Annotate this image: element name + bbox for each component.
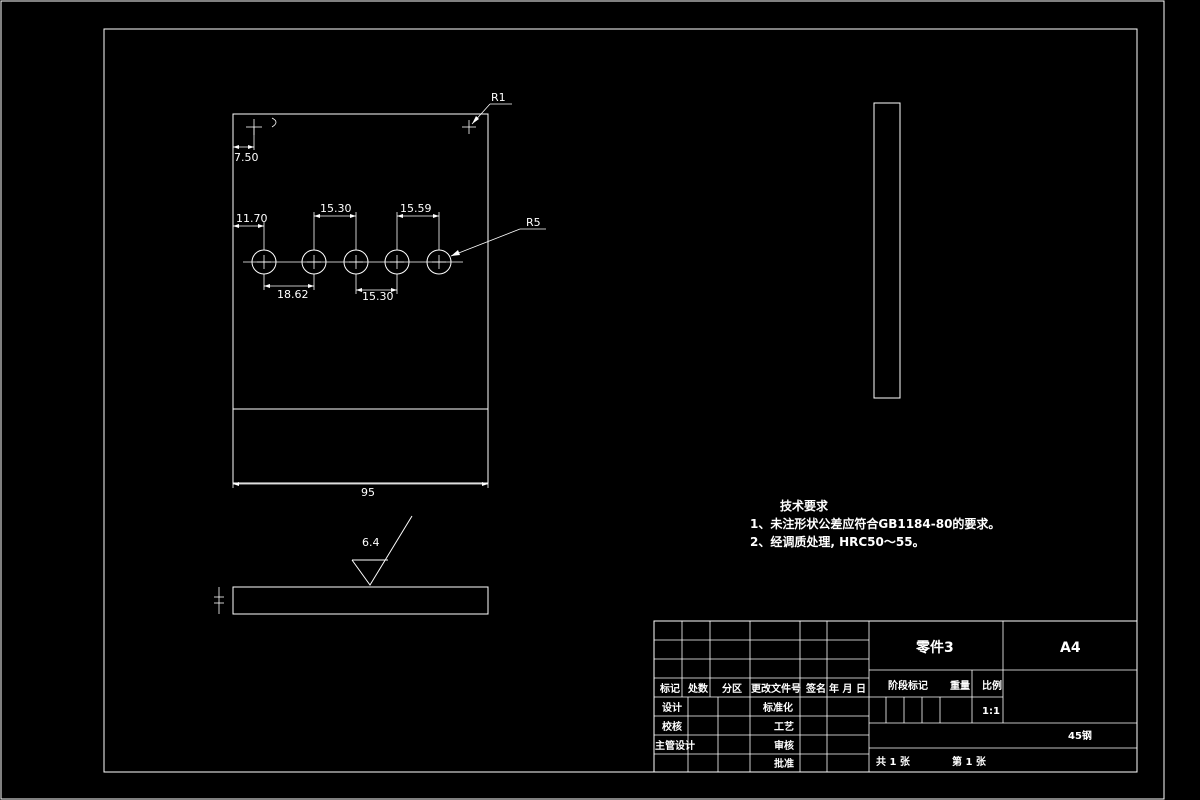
dim-arrow	[397, 214, 403, 218]
outer-border	[0, 0, 1165, 800]
scale-label: 比例	[982, 679, 1002, 692]
weight-label: 重量	[950, 679, 970, 692]
col-count: 处数	[687, 682, 709, 695]
title-block: 零件3 A4 阶段标记 重量 比例 1:1 45钢 共 1 张 第 1 张 标记…	[653, 620, 1138, 773]
roughness-symbol	[351, 515, 413, 586]
dim-arrow	[248, 145, 254, 149]
technical-requirements: 技术要求 1、未注形状公差应符合GB1184-80的要求。 2、经调质处理, H…	[750, 498, 1000, 549]
dim-arrow	[233, 224, 239, 228]
col-mark: 标记	[659, 682, 680, 695]
scale-value: 1:1	[982, 706, 1000, 717]
leader-arrow	[472, 116, 479, 124]
process-label: 工艺	[774, 720, 794, 733]
dim-18-62: 18.62	[277, 288, 309, 301]
dim-15-59: 15.59	[400, 202, 432, 215]
dim-arrow	[350, 214, 356, 218]
col-zone: 分区	[722, 682, 742, 695]
title-block-frame	[653, 620, 1138, 773]
label-r1: R1	[491, 91, 506, 104]
dim-arrow	[314, 214, 320, 218]
sheet-size: A4	[1060, 640, 1081, 656]
side-view-outline	[873, 102, 901, 399]
stage-mark-label: 阶段标记	[888, 679, 928, 692]
label-r5: R5	[526, 216, 541, 229]
dim-15-30-top: 15.30	[320, 202, 352, 215]
standardize-label: 标准化	[762, 701, 793, 714]
approve-label: 批准	[774, 757, 794, 770]
review-label: 审核	[774, 739, 794, 752]
radius-mark	[271, 117, 277, 128]
chief-design-label: 主管设计	[655, 739, 695, 752]
col-date: 年 月 日	[829, 682, 866, 695]
bottom-view: 6.4	[214, 515, 489, 615]
total-sheets: 共 1 张	[876, 755, 911, 768]
dim-arrow	[233, 145, 239, 149]
front-view: 7.50 R1 11.70	[232, 91, 546, 499]
dim-arrow	[264, 284, 270, 288]
dim-arrow	[308, 284, 314, 288]
leader-line-r5	[450, 228, 521, 257]
material: 45钢	[1068, 729, 1092, 742]
roughness-value: 6.4	[362, 536, 380, 549]
dim-15-30-bottom: 15.30	[362, 290, 394, 303]
tech-req-line-1: 1、未注形状公差应符合GB1184-80的要求。	[750, 516, 1000, 531]
tech-req-title: 技术要求	[780, 498, 829, 513]
tech-req-line-2: 2、经调质处理, HRC50～55。	[750, 534, 925, 549]
plate-edge-view	[232, 586, 489, 615]
part-name: 零件3	[915, 639, 954, 656]
dim-arrow	[391, 288, 397, 292]
design-label: 设计	[662, 701, 682, 714]
dim-arrow	[258, 224, 264, 228]
plate-outline	[232, 113, 489, 484]
dim-arrow	[356, 288, 362, 292]
sheet-number: 第 1 张	[952, 755, 987, 768]
col-signature: 签名	[805, 682, 826, 695]
dim-arrow	[482, 482, 488, 486]
col-document: 更改文件号	[751, 682, 801, 695]
leader-arrow	[451, 250, 460, 256]
inner-border	[103, 28, 1138, 773]
dim-7-50: 7.50	[234, 151, 259, 164]
dim-11-70: 11.70	[236, 212, 268, 225]
dim-95: 95	[361, 486, 375, 499]
dim-arrow	[433, 214, 439, 218]
check-label: 校核	[662, 720, 682, 733]
dim-arrow	[233, 482, 239, 486]
